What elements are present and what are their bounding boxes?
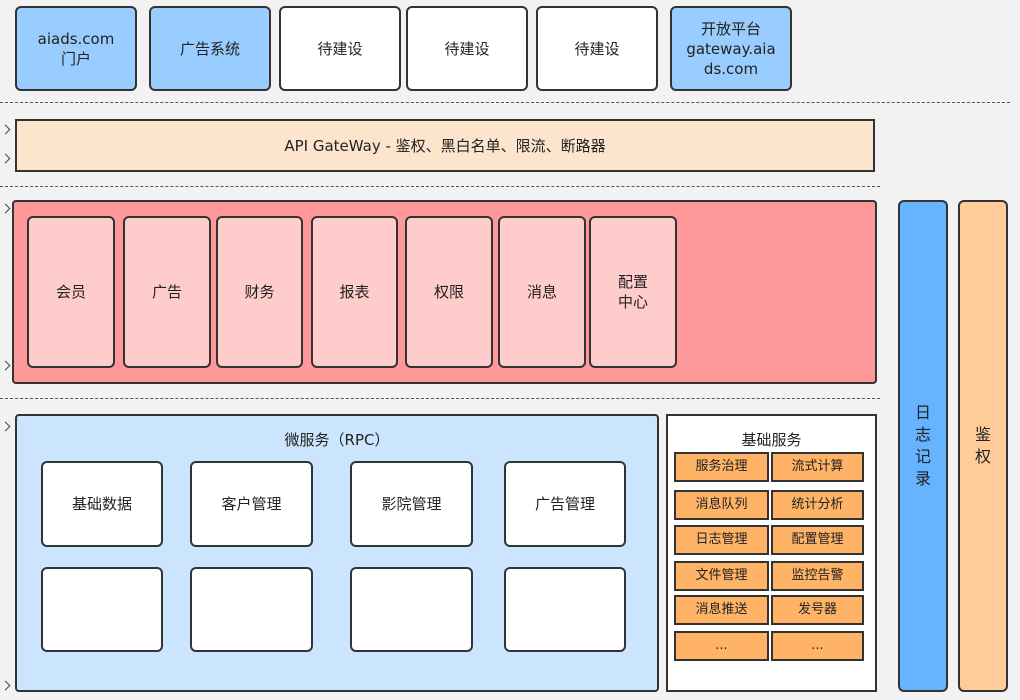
base-item-label: ... — [811, 638, 824, 653]
base-item-more: ... — [674, 631, 769, 661]
api-gateway: API GateWay - 鉴权、黑白名单、限流、断路器 — [15, 119, 875, 172]
service-empty — [41, 567, 163, 652]
portal-label: 待建设 — [317, 39, 363, 58]
business-item-label: 会员 — [55, 283, 86, 301]
log-record-label: 日 志 记 录 — [914, 403, 931, 488]
portal-label: 待建设 — [444, 39, 490, 58]
business-item-label: 财务 — [244, 283, 275, 301]
separator-3 — [0, 398, 880, 399]
base-item-label: 文件管理 — [695, 568, 748, 583]
service-cinema-management: 影院管理 — [350, 461, 473, 547]
portal-aiads: aiads.com 门户 — [15, 6, 137, 91]
microservices-title: 微服务（RPC） — [284, 431, 390, 449]
separator-1 — [0, 102, 1010, 103]
business-item-label: 广告 — [151, 283, 182, 301]
portal-label: aiads.com 门户 — [37, 29, 115, 68]
business-item-label: 消息 — [526, 283, 557, 301]
base-item-label: 统计分析 — [791, 497, 844, 512]
base-item-label: 日志管理 — [695, 532, 748, 547]
service-customer-management: 客户管理 — [190, 461, 313, 547]
separator-2 — [0, 186, 880, 187]
business-item-label: 权限 — [433, 283, 464, 301]
base-item-statistics: 统计分析 — [771, 490, 864, 520]
service-empty — [350, 567, 473, 652]
base-item-label: 发号器 — [797, 602, 837, 617]
base-item-label: 监控告警 — [791, 568, 844, 583]
business-item-report: 报表 — [311, 216, 398, 368]
business-item-label: 报表 — [339, 283, 370, 301]
base-item-label: 服务治理 — [695, 459, 748, 474]
tick-mark — [0, 360, 11, 371]
base-item-service-governance: 服务治理 — [674, 452, 769, 482]
portal-ad-system: 广告系统 — [149, 6, 271, 91]
base-item-message-push: 消息推送 — [674, 595, 769, 625]
business-item-ad: 广告 — [123, 216, 211, 368]
auth-label: 鉴 权 — [974, 425, 991, 466]
service-basic-data: 基础数据 — [41, 461, 163, 547]
business-item-config-center: 配置 中心 — [589, 216, 677, 368]
base-item-log-management: 日志管理 — [674, 525, 769, 555]
portal-pending-2: 待建设 — [406, 6, 528, 91]
base-item-config-management: 配置管理 — [771, 525, 864, 555]
api-gateway-label: API GateWay - 鉴权、黑白名单、限流、断路器 — [284, 136, 606, 155]
base-item-message-queue: 消息队列 — [674, 490, 769, 520]
business-item-label: 配置 中心 — [617, 273, 648, 311]
tick-mark — [0, 124, 11, 135]
business-item-message: 消息 — [498, 216, 586, 368]
service-label: 广告管理 — [534, 495, 595, 513]
base-item-monitoring-alert: 监控告警 — [771, 561, 864, 591]
service-label: 基础数据 — [71, 495, 132, 513]
service-label: 客户管理 — [221, 495, 282, 513]
base-item-label: 消息推送 — [695, 602, 748, 617]
base-item-stream-computing: 流式计算 — [771, 452, 864, 482]
portal-label: 待建设 — [574, 39, 620, 58]
base-item-label: 流式计算 — [791, 459, 844, 474]
service-label: 影院管理 — [381, 495, 442, 513]
base-item-id-generator: 发号器 — [771, 595, 864, 625]
service-empty — [504, 567, 626, 652]
service-empty — [190, 567, 313, 652]
log-record-bar: 日 志 记 录 — [898, 200, 948, 692]
base-item-label: 配置管理 — [791, 532, 844, 547]
tick-mark — [0, 153, 11, 164]
tick-mark — [0, 421, 11, 432]
portal-pending-1: 待建设 — [279, 6, 401, 91]
portal-label: 开放平台 gateway.aia ds.com — [686, 19, 776, 78]
business-item-member: 会员 — [27, 216, 115, 368]
tick-mark — [0, 680, 11, 691]
base-item-label: ... — [715, 638, 728, 653]
portal-pending-3: 待建设 — [536, 6, 658, 91]
business-item-finance: 财务 — [216, 216, 303, 368]
service-ad-management: 广告管理 — [504, 461, 626, 547]
portal-open-platform: 开放平台 gateway.aia ds.com — [670, 6, 792, 91]
portal-label: 广告系统 — [179, 39, 240, 58]
auth-bar: 鉴 权 — [958, 200, 1008, 692]
base-item-more: ... — [771, 631, 864, 661]
base-item-file-management: 文件管理 — [674, 561, 769, 591]
business-item-permission: 权限 — [405, 216, 493, 368]
base-services-title: 基础服务 — [741, 431, 802, 449]
tick-mark — [0, 203, 11, 214]
base-item-label: 消息队列 — [695, 497, 748, 512]
